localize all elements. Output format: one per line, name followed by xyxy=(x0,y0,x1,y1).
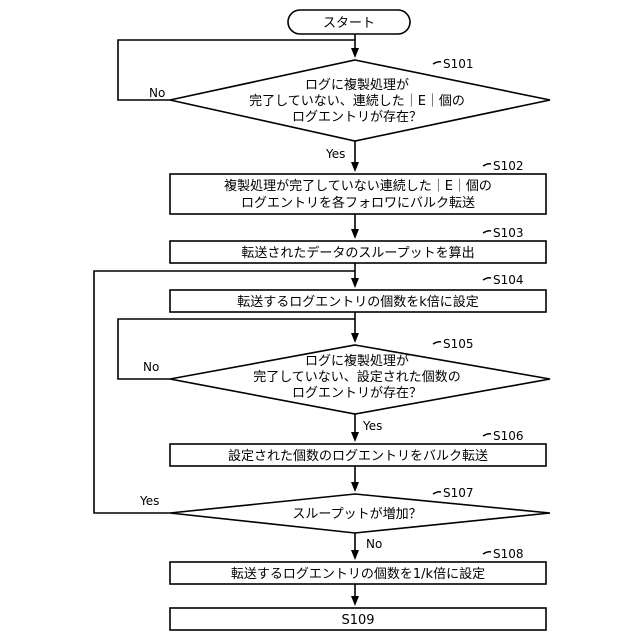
s109-text: S109 xyxy=(341,613,374,628)
s108-step-id: S108 xyxy=(493,547,524,561)
s101-yes-label: Yes xyxy=(325,147,345,161)
s107-text: スループットが増加？ xyxy=(292,507,421,522)
s102-step-id: S102 xyxy=(493,159,524,173)
s105-yes-label: Yes xyxy=(362,419,382,433)
s101-line-2: 完了していない、連続した｜E｜個の xyxy=(249,94,465,109)
start-label: スタート xyxy=(323,16,375,31)
s105-no-label: No xyxy=(143,360,159,374)
s103-text: 転送されたデータのスループットを算出 xyxy=(241,245,474,261)
s102-line-2: ログエントリを各フォロワにバルク転送 xyxy=(241,195,475,211)
s105-line-2: 完了していない、設定された個数の xyxy=(253,369,461,385)
s103-step-id: S103 xyxy=(493,226,524,240)
s102-line-1: 複製処理が完了していない連続した｜E｜個の xyxy=(224,178,492,194)
s104-text: 転送するログエントリの個数をk倍に設定 xyxy=(237,294,479,310)
s107-step-id: S107 xyxy=(443,486,474,500)
s101-line-3: ログエントリが存在？ xyxy=(292,110,422,125)
s107-yes-label: Yes xyxy=(139,494,159,508)
s107-no-label: No xyxy=(366,537,382,551)
s105-line-1: ログに複製処理が xyxy=(305,353,409,369)
s101-line-1: ログに複製処理が xyxy=(305,77,409,93)
s104-step-id: S104 xyxy=(493,273,524,287)
s106-text: 設定された個数のログエントリをバルク転送 xyxy=(228,448,488,464)
s105-step-id: S105 xyxy=(443,337,474,351)
s108-text: 転送するログエントリの個数を1/k倍に設定 xyxy=(231,566,485,582)
s106-step-id: S106 xyxy=(493,429,524,443)
s101-no-label: No xyxy=(149,86,165,100)
s101-step-id: S101 xyxy=(443,57,474,71)
s105-line-3: ログエントリが存在？ xyxy=(292,386,422,401)
